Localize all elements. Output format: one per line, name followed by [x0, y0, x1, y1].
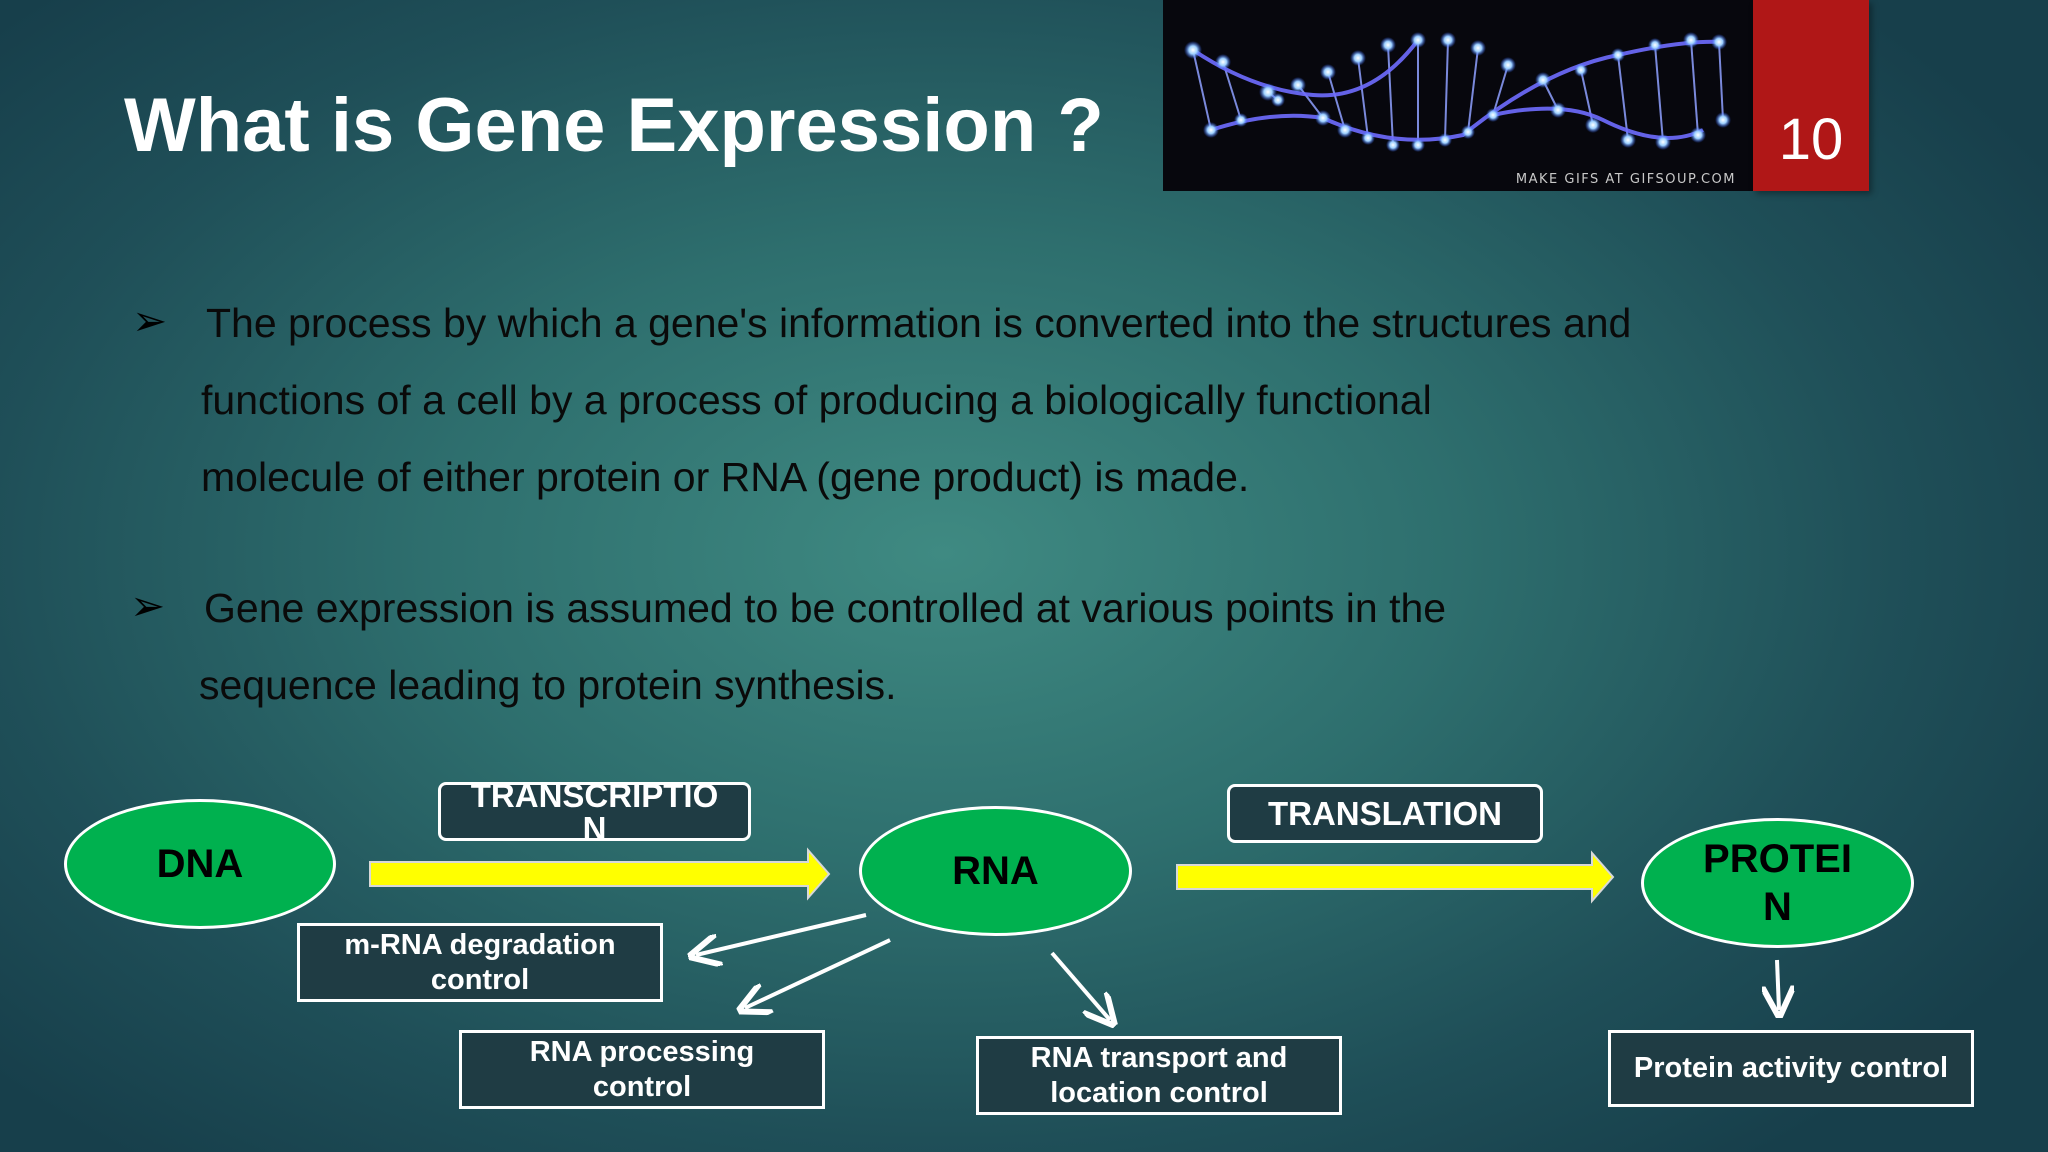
- slide-number: 10: [1778, 107, 1844, 172]
- bullet-1-line-3: molecule of either protein or RNA (gene …: [201, 454, 1250, 500]
- arrow-to-rna-transport: [1050, 951, 1110, 1020]
- dna-node-label: DNA: [156, 842, 244, 886]
- bullet-2-line-2: sequence leading to protein synthesis.: [199, 662, 897, 708]
- protein-node: PROTEI N: [1641, 818, 1914, 948]
- arrow-to-protein-activity: [1777, 959, 1779, 1010]
- slide-number-badge: 10: [1753, 0, 1869, 191]
- arrow-to-rna-processing: [745, 938, 891, 1008]
- rna-transport-control-box: RNA transport and location control: [976, 1036, 1342, 1115]
- bullet-1-line-2: functions of a cell by a process of prod…: [201, 377, 1432, 423]
- bullet-2-line-1: Gene expression is assumed to be control…: [204, 585, 1447, 631]
- arrow-to-mrna-degradation: [696, 913, 867, 955]
- transcription-arrow: [369, 847, 831, 901]
- translation-label: TRANSLATION: [1227, 784, 1543, 843]
- protein-activity-control-box: Protein activity control: [1608, 1030, 1974, 1107]
- slide-title: What is Gene Expression ?: [124, 83, 1104, 168]
- rna-processing-control-box: RNA processing control: [459, 1030, 825, 1109]
- bullet-arrow-icon: ➢: [132, 297, 168, 344]
- mrna-degradation-control-box: m-RNA degradation control: [297, 923, 663, 1002]
- bullet-arrow-icon: ➢: [130, 582, 166, 629]
- bullet-1-line-1: The process by which a gene's informatio…: [206, 300, 1632, 346]
- protein-node-label: PROTEI N: [1703, 837, 1852, 929]
- dna-node: DNA: [64, 799, 336, 929]
- dna-helix-graphic: [1184, 32, 1731, 152]
- dna-helix-image: MAKE GIFS AT GIFSOUP.COM: [1163, 0, 1753, 191]
- transcription-label: TRANSCRIPTIO N: [438, 779, 751, 845]
- translation-arrow: [1176, 850, 1615, 904]
- rna-node-label: RNA: [952, 849, 1039, 893]
- banner-credit: MAKE GIFS AT GIFSOUP.COM: [1515, 172, 1736, 187]
- rna-node: RNA: [859, 806, 1132, 936]
